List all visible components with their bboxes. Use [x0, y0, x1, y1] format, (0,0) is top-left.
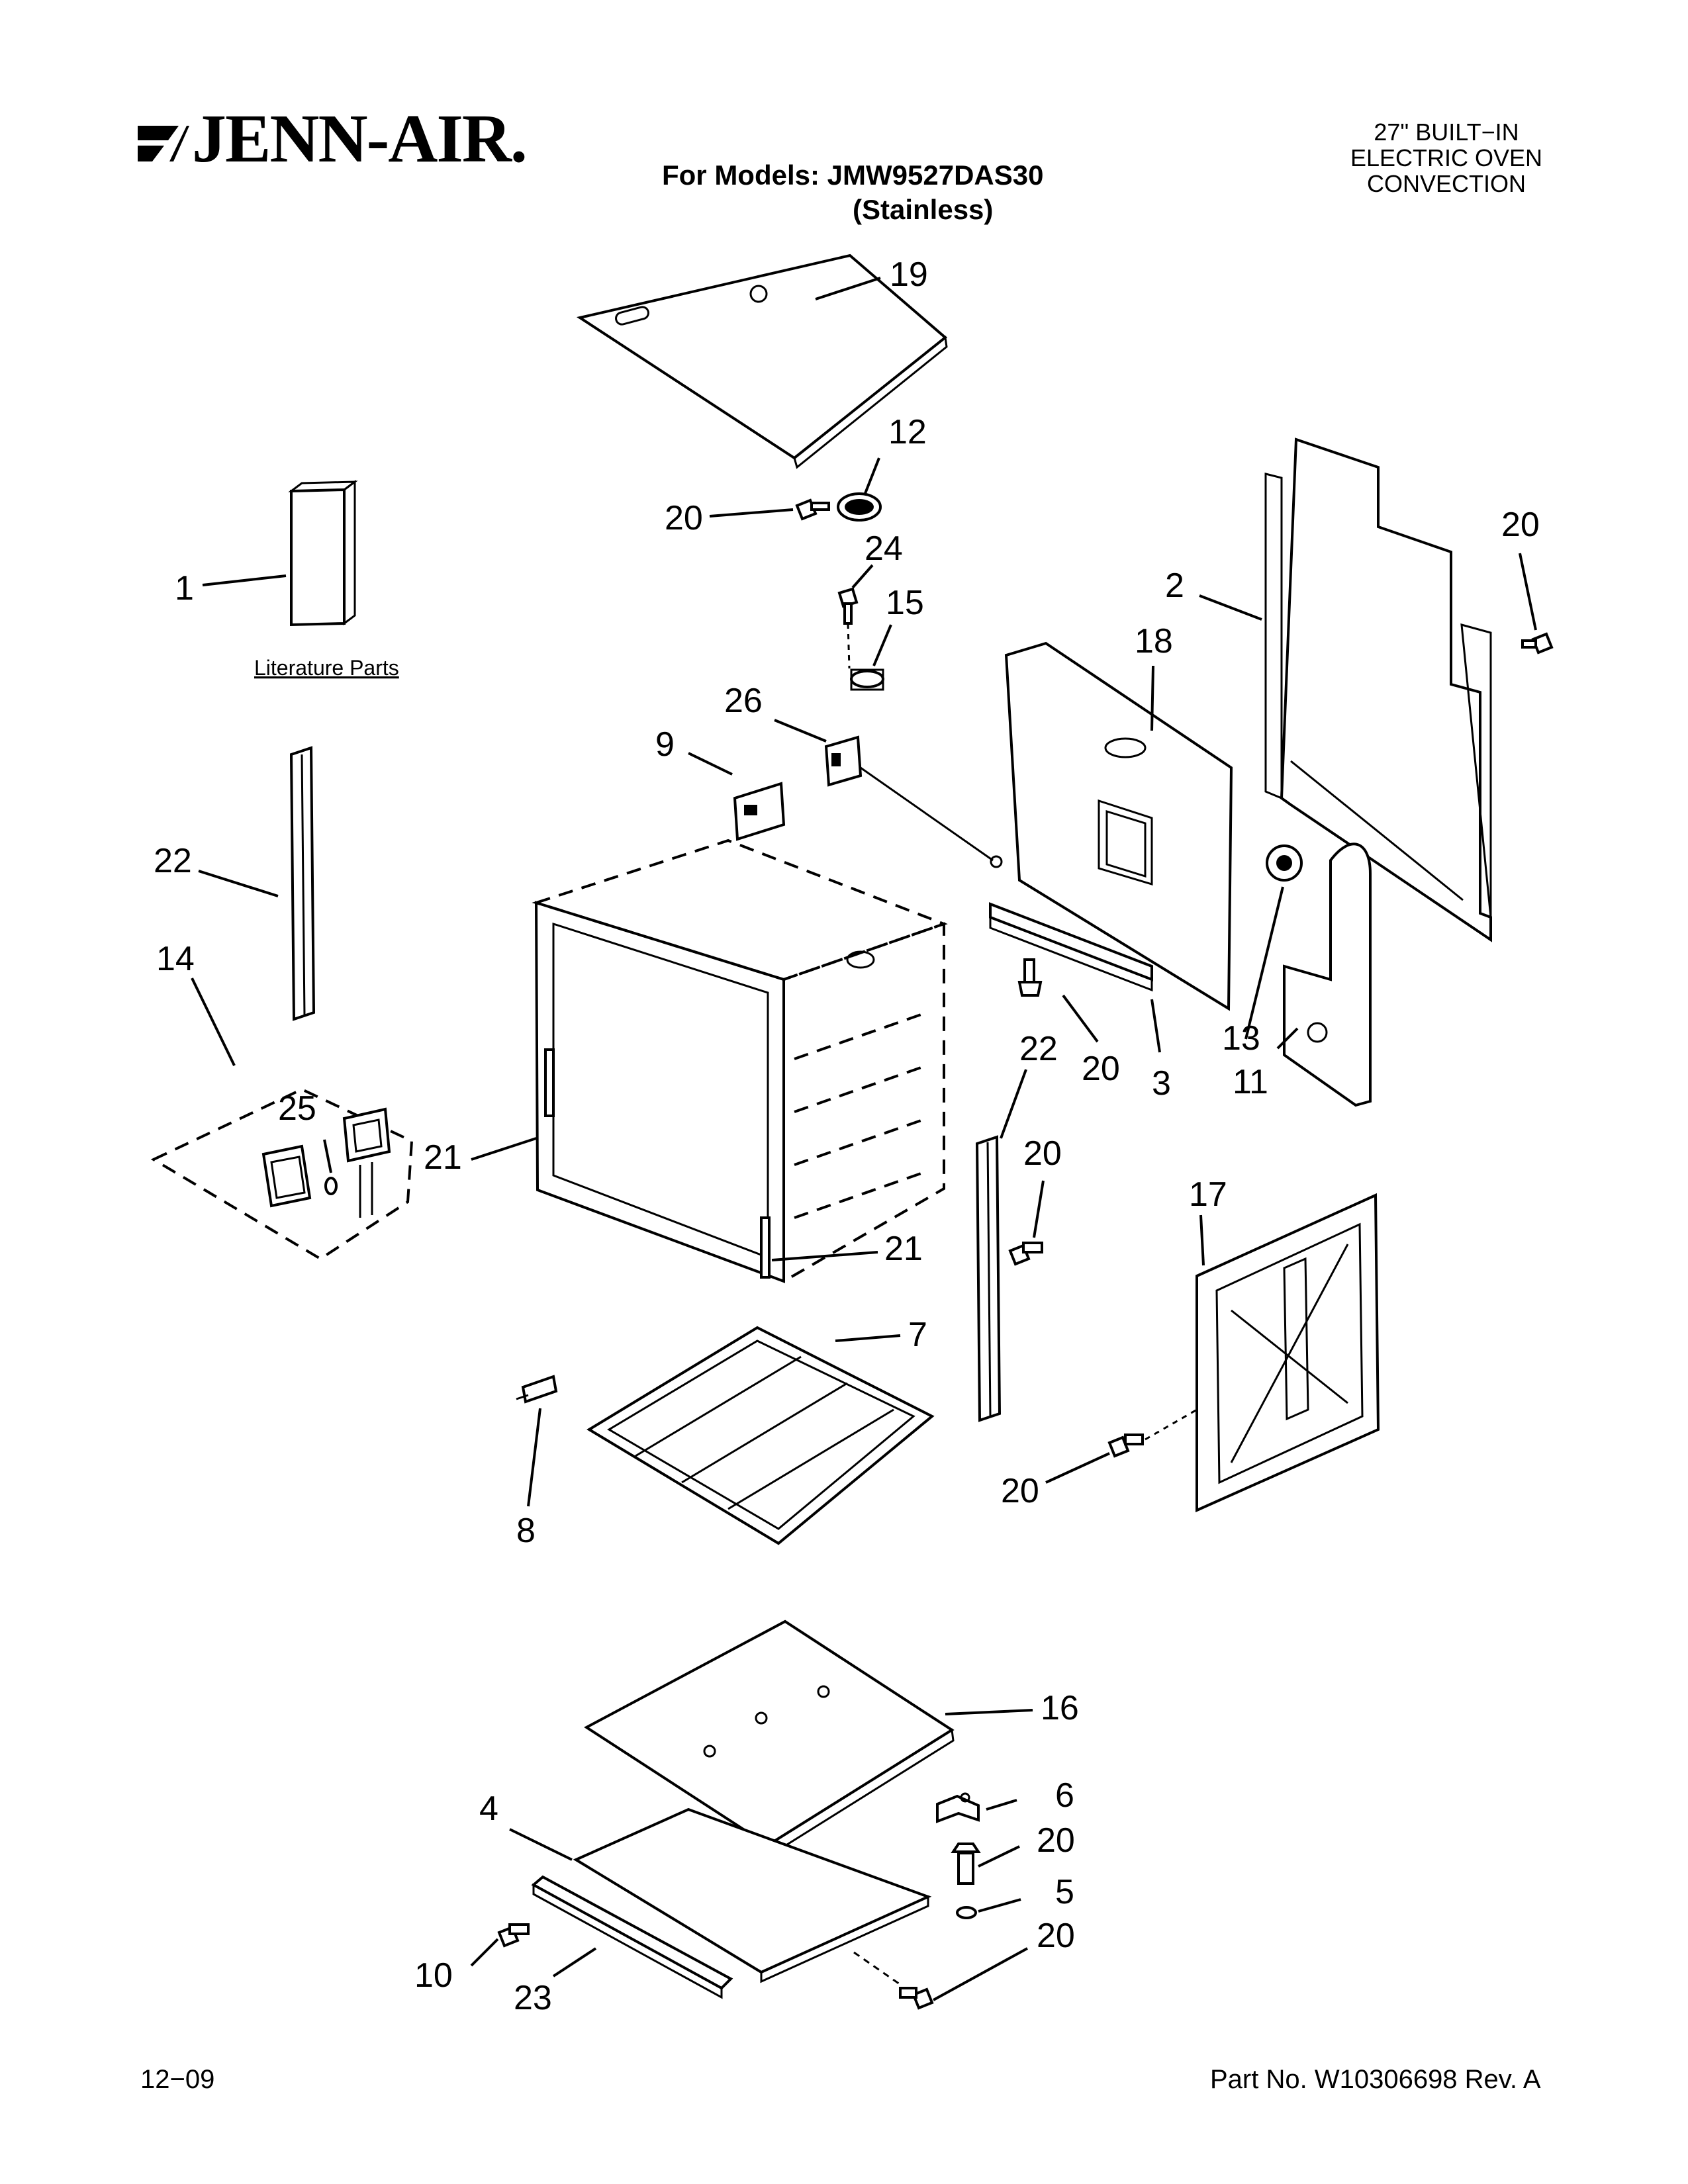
callout-12: 12	[888, 413, 927, 451]
product-line-2: ELECTRIC OVEN	[1350, 144, 1543, 171]
part-20-screw-right	[1521, 632, 1554, 655]
callout-25: 25	[278, 1089, 316, 1128]
revision-date: 12−09	[140, 2065, 215, 2094]
callout-20-top: 20	[665, 499, 703, 537]
part-3-bracket	[989, 902, 1153, 992]
part-20-screw-bottom-a	[951, 1843, 981, 1885]
callout-20-bottom-b: 20	[1037, 1917, 1075, 1955]
part-5-washer	[956, 1906, 977, 1919]
callout-20-mid: 20	[1023, 1134, 1062, 1173]
part-23-rail	[531, 1875, 733, 1999]
product-line-1: 27" BUILT−IN	[1374, 118, 1519, 146]
callout-20-bracket: 20	[1082, 1050, 1120, 1088]
callout-11-visible: 11	[1233, 1063, 1268, 1101]
literature-parts-label: Literature Parts	[254, 656, 399, 680]
callout-16: 16	[1041, 1689, 1079, 1727]
part-6-bracket	[936, 1792, 980, 1823]
callout-10: 10	[414, 1956, 453, 1995]
callout-5: 5	[1055, 1873, 1074, 1911]
callout-26: 26	[724, 682, 763, 720]
part-16-bottom-panel	[584, 1619, 955, 1858]
callout-4: 4	[479, 1790, 498, 1828]
part-17-door-liner	[1196, 1193, 1380, 1513]
part-22-left-strip	[289, 746, 316, 1021]
part-10-screw	[497, 1923, 530, 1948]
callout-17: 17	[1189, 1175, 1227, 1214]
callout-22-left: 22	[154, 842, 192, 880]
callout-20-bottom-a: 20	[1037, 1821, 1075, 1860]
callout-23: 23	[514, 1979, 552, 2017]
part-7-tray	[586, 1326, 935, 1545]
callout-3: 3	[1152, 1064, 1171, 1103]
part-4-base-pan	[573, 1807, 932, 1983]
part-number: Part No. W10306698 Rev. A	[1210, 2065, 1541, 2094]
part-20-screw-bracket	[1017, 958, 1043, 997]
callout-20-right: 20	[1501, 506, 1540, 544]
callout-21-right: 21	[884, 1230, 923, 1268]
callout-6: 6	[1055, 1776, 1074, 1815]
oven-cavity	[532, 839, 948, 1284]
part-14-light-assembly	[150, 1087, 414, 1261]
part-20-screw-mid	[1008, 1242, 1043, 1266]
callout-21-left: 21	[424, 1138, 462, 1177]
models-line: For Models: JMW9527DAS30	[662, 159, 1044, 191]
part-1-literature-booklet	[288, 480, 358, 627]
part-20-screw-door	[1107, 1408, 1197, 1458]
part-20-screw-top	[795, 498, 830, 521]
callout-7: 7	[908, 1316, 927, 1354]
callout-24: 24	[865, 529, 903, 568]
product-line-3: CONVECTION	[1366, 170, 1526, 197]
part-12-vent-cap	[837, 492, 882, 522]
part-26-switch	[824, 735, 1003, 868]
part-25-bulb	[324, 1177, 338, 1195]
part-2-back-cover	[1264, 437, 1492, 942]
leader-lines	[191, 277, 1537, 2001]
product-description: 27" BUILT−IN ELECTRIC OVEN CONVECTION	[1307, 119, 1585, 197]
callout-14: 14	[156, 940, 195, 978]
callout-1: 1	[175, 569, 194, 608]
part-18-rear-panel	[1004, 641, 1233, 1011]
callout-22-right: 22	[1019, 1030, 1058, 1068]
part-22-right-strip	[975, 1135, 1002, 1422]
callout-15: 15	[886, 584, 924, 622]
callout-19: 19	[890, 255, 928, 294]
model-info: For Models: JMW9527DAS30 (Stainless)	[662, 159, 1044, 225]
part-13-thermostat	[1266, 844, 1303, 882]
callout-18: 18	[1135, 622, 1173, 660]
callout-2: 2	[1165, 567, 1184, 605]
part-24-screw	[837, 587, 859, 669]
callout-9: 9	[655, 725, 675, 764]
part-19-top-panel	[576, 253, 948, 469]
callout-8: 8	[516, 1512, 536, 1550]
part-11-insulation	[1283, 842, 1372, 1107]
part-9-switch	[733, 782, 786, 841]
finish-line: (Stainless)	[853, 194, 994, 225]
brand-name: JENN-AIR.	[192, 101, 528, 177]
part-8-clip	[516, 1375, 558, 1404]
callout-20-door: 20	[1001, 1472, 1039, 1510]
part-15-sensor	[850, 668, 884, 691]
jenn-air-logo-icon	[138, 126, 189, 161]
callout-13: 13	[1222, 1019, 1260, 1058]
part-20-screw-bottom-b	[853, 1951, 934, 2010]
